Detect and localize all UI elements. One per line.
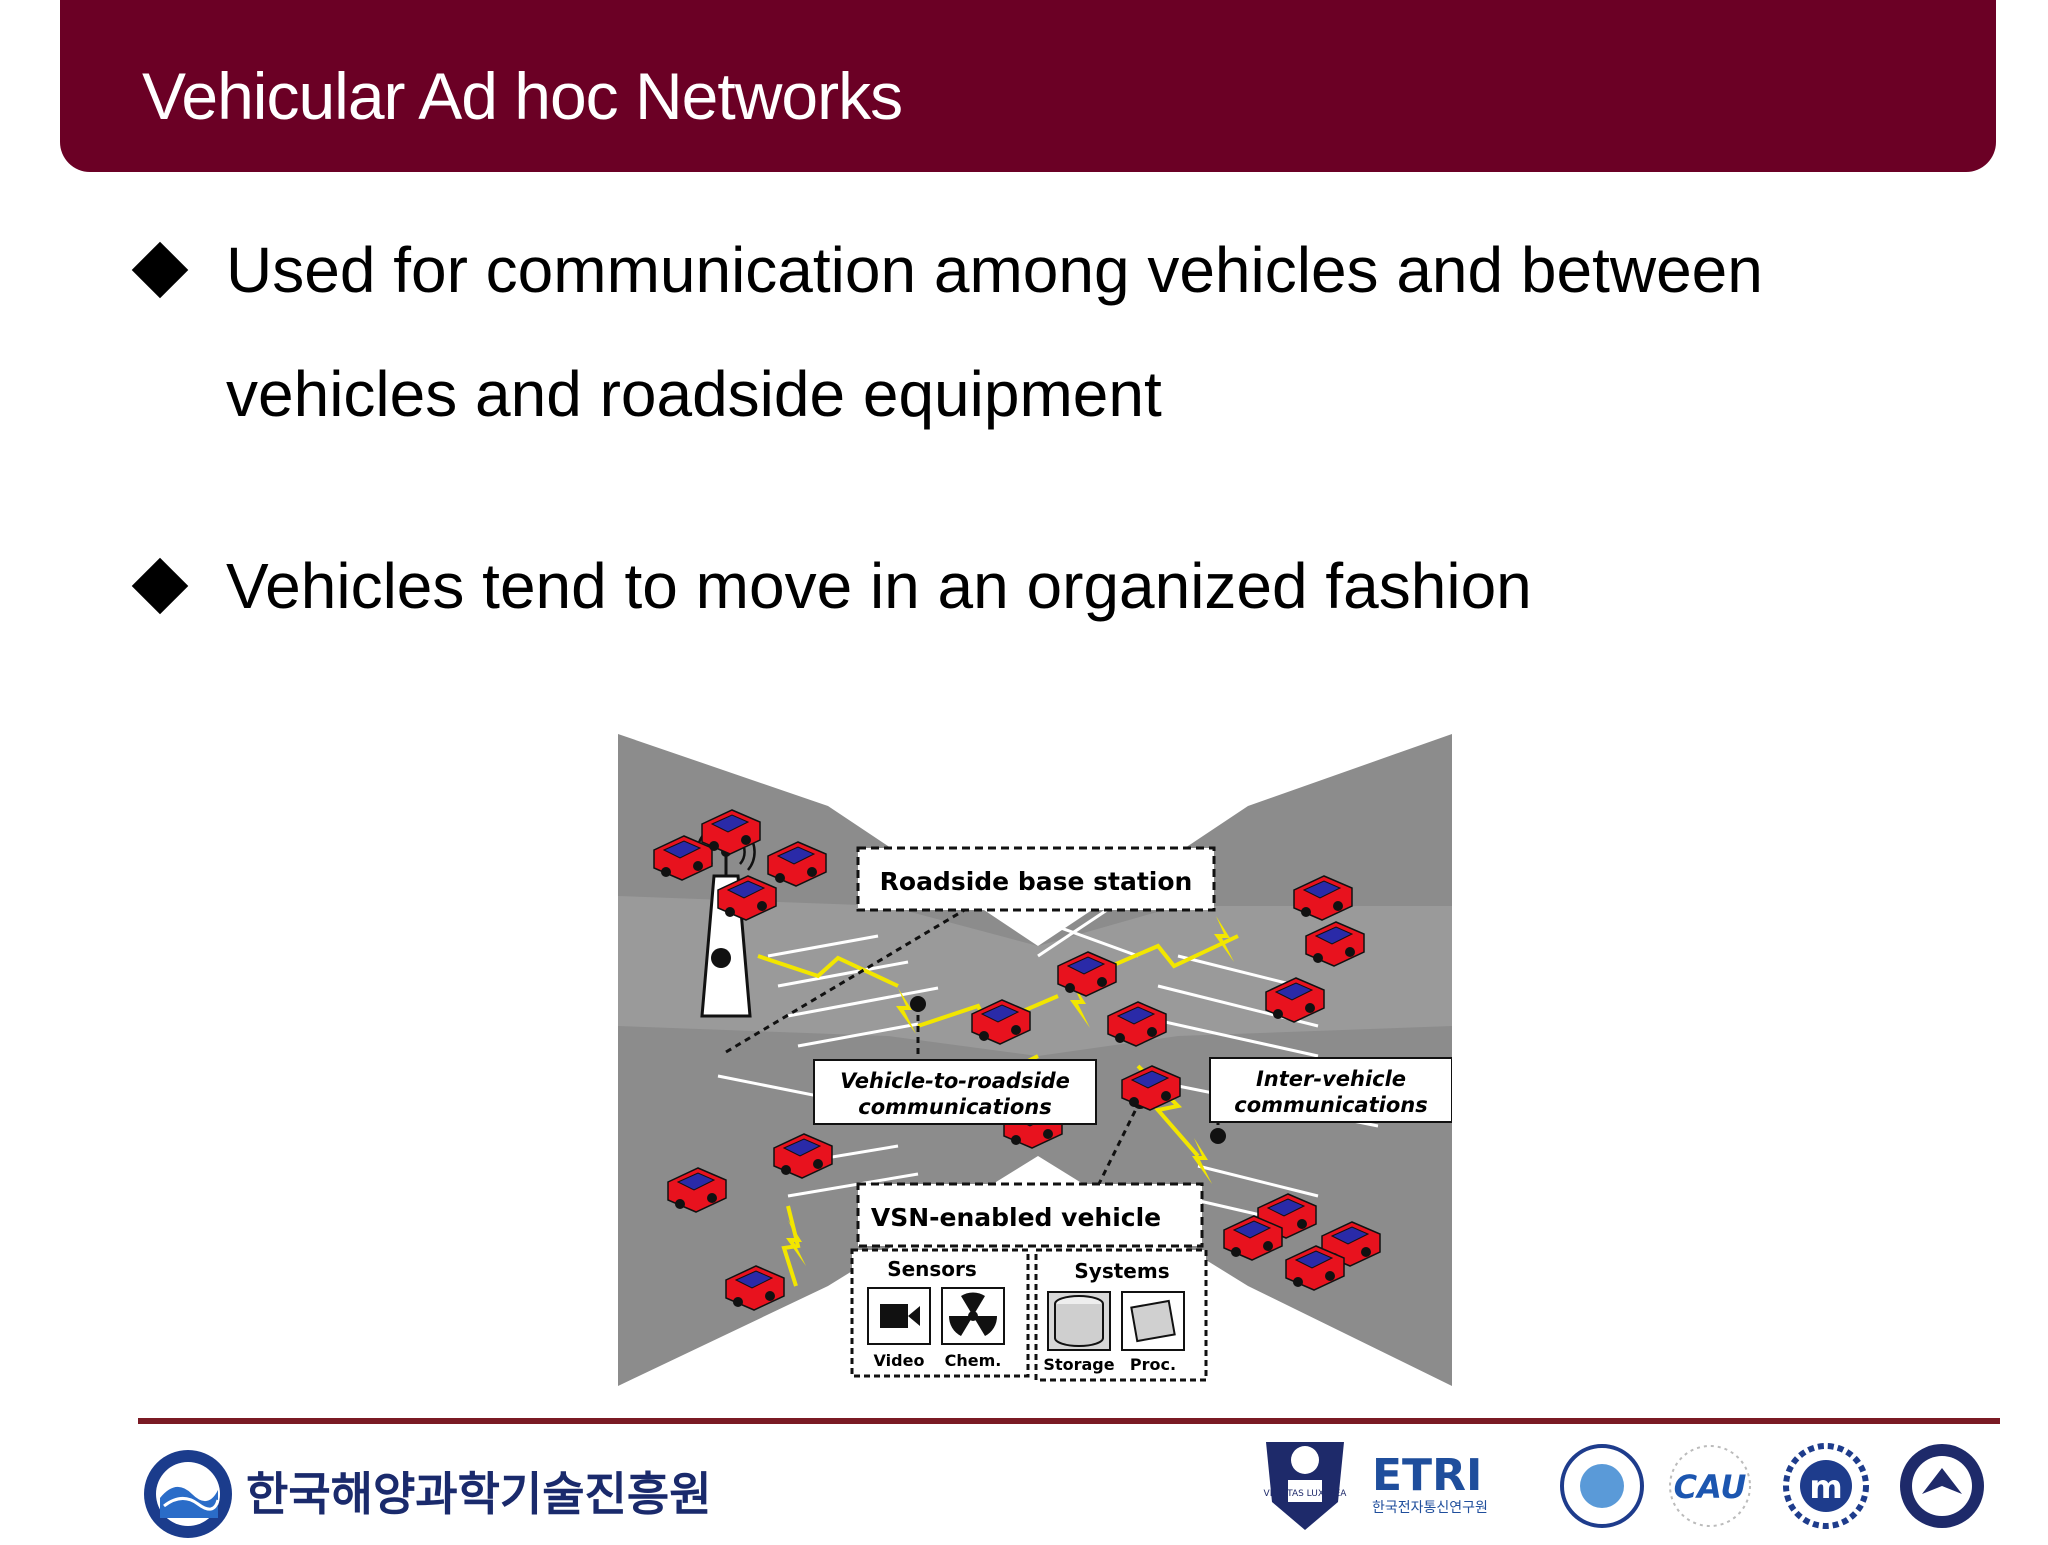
v2r-label-line-2: communications bbox=[858, 1095, 1051, 1119]
roadside-label-box bbox=[856, 846, 1216, 912]
vsn-label: VSN-enabled vehicle bbox=[871, 1203, 1161, 1232]
myongji-university-emblem-icon: m bbox=[1783, 1443, 1869, 1529]
korea-aerospace-university-emblem-icon bbox=[1900, 1444, 1984, 1528]
roadside-label: Roadside base station bbox=[880, 867, 1193, 896]
cau-logo-icon: CAU bbox=[1669, 1445, 1751, 1527]
partner-logos: VERI TAS LUX MEA ETRI 한국전자통신연구원 CAU m bbox=[1252, 1432, 1992, 1536]
vsn-label-box bbox=[856, 1182, 1204, 1248]
iv-label-box bbox=[1209, 1057, 1452, 1123]
iv-label-line-1: Inter-vehicle bbox=[1256, 1067, 1406, 1091]
bullet-1-line-1: Used for communication among vehicles an… bbox=[226, 234, 1763, 306]
org-name: 한국해양과학기술진흥원 bbox=[246, 1467, 712, 1521]
processor-icon bbox=[1121, 1291, 1185, 1351]
road-crossing bbox=[618, 896, 1452, 1056]
pointer-dot bbox=[1210, 1128, 1226, 1144]
chem-label: Chem. bbox=[945, 1351, 1002, 1370]
title-bar: Vehicular Ad hoc Networks bbox=[60, 0, 1996, 172]
vanet-diagram-svg: Roadside base station Vehicle-to-roadsid… bbox=[618, 734, 1452, 1386]
proc-label: Proc. bbox=[1130, 1355, 1176, 1374]
slide-title: Vehicular Ad hoc Networks bbox=[142, 59, 903, 133]
bullet-2-line-1: Vehicles tend to move in an organized fa… bbox=[226, 550, 1532, 622]
vanet-diagram: Roadside base station Vehicle-to-roadsid… bbox=[618, 726, 1452, 1386]
pointer-dot bbox=[910, 996, 926, 1012]
snu-motto: VERI TAS LUX MEA bbox=[1264, 1489, 1348, 1499]
pointer-lines bbox=[725, 900, 1220, 1207]
cau-text: CAU bbox=[1674, 1468, 1747, 1506]
etri-text: ETRI bbox=[1372, 1450, 1482, 1501]
v2r-label-line-1: Vehicle-to-roadside bbox=[840, 1069, 1070, 1093]
inha-university-emblem-icon bbox=[1560, 1444, 1644, 1528]
footer-divider bbox=[138, 1418, 2000, 1424]
storage-label: Storage bbox=[1043, 1355, 1114, 1374]
etri-subtext: 한국전자통신연구원 bbox=[1372, 1500, 1488, 1516]
v2r-label-box bbox=[813, 1059, 1097, 1125]
etri-logo-icon: ETRI 한국전자통신연구원 bbox=[1372, 1450, 1488, 1516]
video-label: Video bbox=[874, 1351, 925, 1370]
iv-label-line-2: communications bbox=[1234, 1093, 1427, 1117]
sensors-label: Sensors bbox=[887, 1257, 977, 1281]
storage-icon bbox=[1047, 1291, 1111, 1351]
systems-label: Systems bbox=[1074, 1259, 1169, 1283]
kiost-emblem-icon bbox=[142, 1448, 234, 1540]
bullet-1-line-2: vehicles and roadside equipment bbox=[226, 358, 1162, 430]
myongji-text: m bbox=[1809, 1468, 1842, 1506]
seoul-national-university-emblem-icon: VERI TAS LUX MEA bbox=[1264, 1442, 1348, 1530]
